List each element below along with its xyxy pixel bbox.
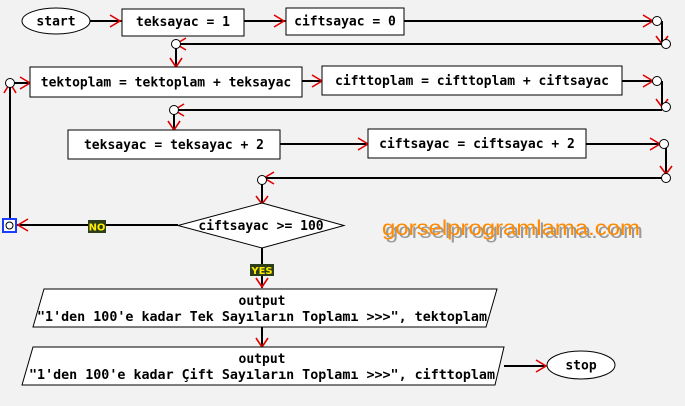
node-inc-cift[interactable]: ciftsayac = ciftsayac + 2 (367, 128, 587, 159)
watermark-shadow: gorselprogramlama.com (385, 220, 643, 243)
sum-cift-label: cifttoplam = cifttoplam + ciftsayac (335, 74, 609, 89)
node-init-cift[interactable]: ciftsayac = 0 (285, 7, 405, 36)
connector-node[interactable] (652, 76, 662, 86)
arrowhead (109, 14, 122, 28)
node-sum-tek[interactable]: tektoplam = tektoplam + teksayac (29, 66, 303, 98)
node-output-cift[interactable]: output "1'den 100'e kadar Çift Sayıların… (21, 346, 505, 386)
connector-node[interactable] (661, 102, 671, 112)
start-label: start (36, 15, 75, 30)
connector-node[interactable] (5, 78, 15, 88)
init-cift-label: ciftsayac = 0 (294, 15, 396, 30)
output-tek-text: "1'den 100'e kadar Tek Sayıların Toplamı… (37, 310, 487, 325)
init-tek-label: teksayac = 1 (136, 15, 230, 30)
node-stop[interactable]: stop (546, 350, 616, 380)
inc-tek-label: teksayac = teksayac + 2 (84, 138, 264, 153)
node-sum-cift[interactable]: cifttoplam = cifttoplam + ciftsayac (321, 65, 623, 96)
node-inc-tek[interactable]: teksayac = teksayac + 2 (67, 129, 281, 160)
output-cift-title: output (239, 352, 286, 367)
node-start[interactable]: start (21, 7, 91, 35)
node-decision[interactable]: ciftsayac >= 100 (176, 202, 346, 249)
connector-node[interactable] (257, 175, 267, 185)
connector-node[interactable] (5, 221, 14, 230)
edges (3, 14, 673, 373)
output-cift-text: "1'den 100'e kadar Çift Sayıların Toplam… (29, 368, 495, 383)
badge-no-label: NO (89, 223, 106, 234)
connector-node[interactable] (661, 173, 671, 183)
stop-label: stop (565, 359, 596, 374)
arrowhead (535, 359, 548, 373)
arrowhead (273, 14, 286, 28)
connector-node[interactable] (661, 39, 671, 49)
inc-cift-label: ciftsayac = ciftsayac + 2 (379, 137, 575, 152)
connector-node[interactable] (171, 39, 181, 49)
watermark: gorselprogramlama.com gorselprogramlama.… (382, 217, 643, 243)
badge-no: NO (88, 220, 106, 234)
connector-node[interactable] (659, 139, 669, 149)
badge-yes-label: YES (250, 266, 272, 277)
node-init-tek[interactable]: teksayac = 1 (121, 8, 245, 37)
connector-node[interactable] (169, 105, 179, 115)
arrowhead (255, 277, 269, 289)
connectors (2, 16, 671, 233)
decision-label: ciftsayac >= 100 (198, 219, 323, 234)
output-tek-title: output (239, 294, 286, 309)
sum-tek-label: tektoplam = tektoplam + teksayac (41, 76, 291, 91)
node-output-tek[interactable]: output "1'den 100'e kadar Tek Sayıların … (32, 288, 498, 328)
connector-node[interactable] (652, 16, 662, 26)
watermark-text: gorselprogramlama.com (382, 217, 640, 240)
badge-yes: YES (250, 264, 274, 277)
arrowhead (16, 218, 29, 232)
